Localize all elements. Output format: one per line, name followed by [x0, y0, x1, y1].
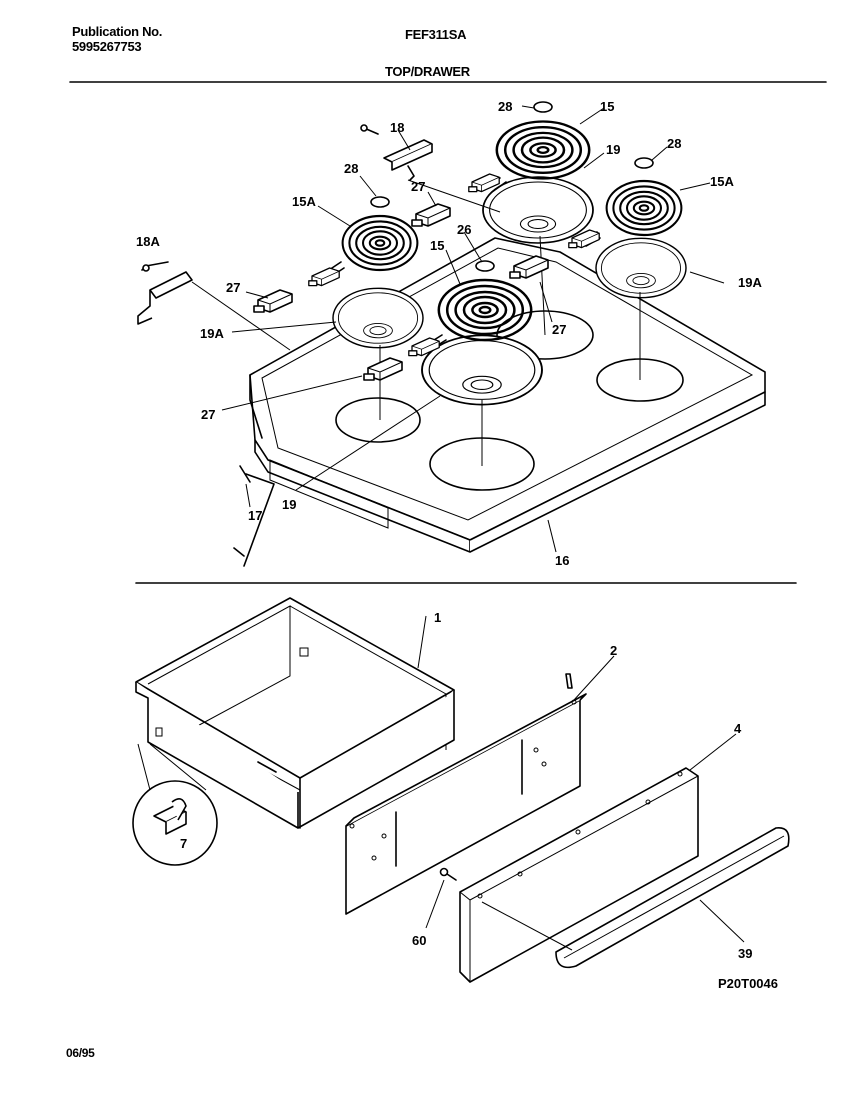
surface-element-rear-right	[605, 179, 683, 237]
callout-27-d: 27	[201, 407, 215, 422]
callout-1: 1	[434, 610, 441, 625]
callout-16: 16	[555, 553, 569, 568]
callout-28-b: 28	[667, 136, 681, 151]
callout-15a-left: 15A	[292, 194, 316, 209]
callout-60: 60	[412, 933, 426, 948]
drawer-panel-2	[345, 655, 615, 915]
callout-18: 18	[390, 120, 404, 135]
drip-pan-front-right	[421, 334, 543, 406]
bracket-18a	[137, 261, 193, 325]
drawer-front-4	[459, 733, 737, 983]
publication-label: Publication No.	[72, 24, 163, 39]
drawing-code: P20T0046	[718, 976, 778, 991]
trim-ring-26	[475, 260, 495, 272]
receptacle-27-a	[411, 203, 451, 227]
surface-element-front-left	[341, 214, 419, 272]
model-number: FEF311SA	[405, 27, 467, 42]
callout-28-c: 28	[344, 161, 358, 176]
section-title: TOP/DRAWER	[385, 64, 470, 79]
callout-15-top: 15	[600, 99, 614, 114]
callout-26: 26	[457, 222, 471, 237]
callout-7: 7	[180, 836, 187, 851]
callout-39: 39	[738, 946, 752, 961]
callout-27-c: 27	[552, 322, 566, 337]
drawer-1	[135, 597, 455, 829]
callout-27-a: 27	[411, 179, 425, 194]
trim-ring-28-left	[370, 196, 390, 208]
wire-17	[233, 459, 389, 567]
callout-15a-right: 15A	[710, 174, 734, 189]
callout-18a: 18A	[136, 234, 160, 249]
drawer-handle-39	[481, 827, 790, 969]
trim-ring-28-top	[533, 101, 553, 113]
trim-ring-28-right	[634, 157, 654, 169]
callout-19-bottom: 19	[282, 497, 296, 512]
callout-15-mid: 15	[430, 238, 444, 253]
callout-27-b: 27	[226, 280, 240, 295]
screw-60	[425, 867, 457, 929]
leaders-top	[221, 105, 725, 553]
callout-28-a: 28	[498, 99, 512, 114]
drawer-stop-detail-7	[132, 743, 218, 866]
drip-pan-rear-right	[595, 237, 687, 299]
callout-4: 4	[734, 721, 742, 736]
surface-element-rear-left	[495, 120, 591, 180]
drip-pan-front-left	[332, 287, 424, 349]
publication-number: 5995267753	[72, 39, 142, 54]
footer-date: 06/95	[66, 1046, 95, 1060]
receptacle-27-c	[253, 289, 293, 313]
callout-19a-right: 19A	[738, 275, 762, 290]
callout-17: 17	[248, 508, 262, 523]
callout-19a-left: 19A	[200, 326, 224, 341]
receptacle-extra-3	[308, 267, 340, 287]
callout-2: 2	[610, 643, 617, 658]
bracket-18	[360, 124, 433, 181]
callout-19-top: 19	[606, 142, 620, 157]
